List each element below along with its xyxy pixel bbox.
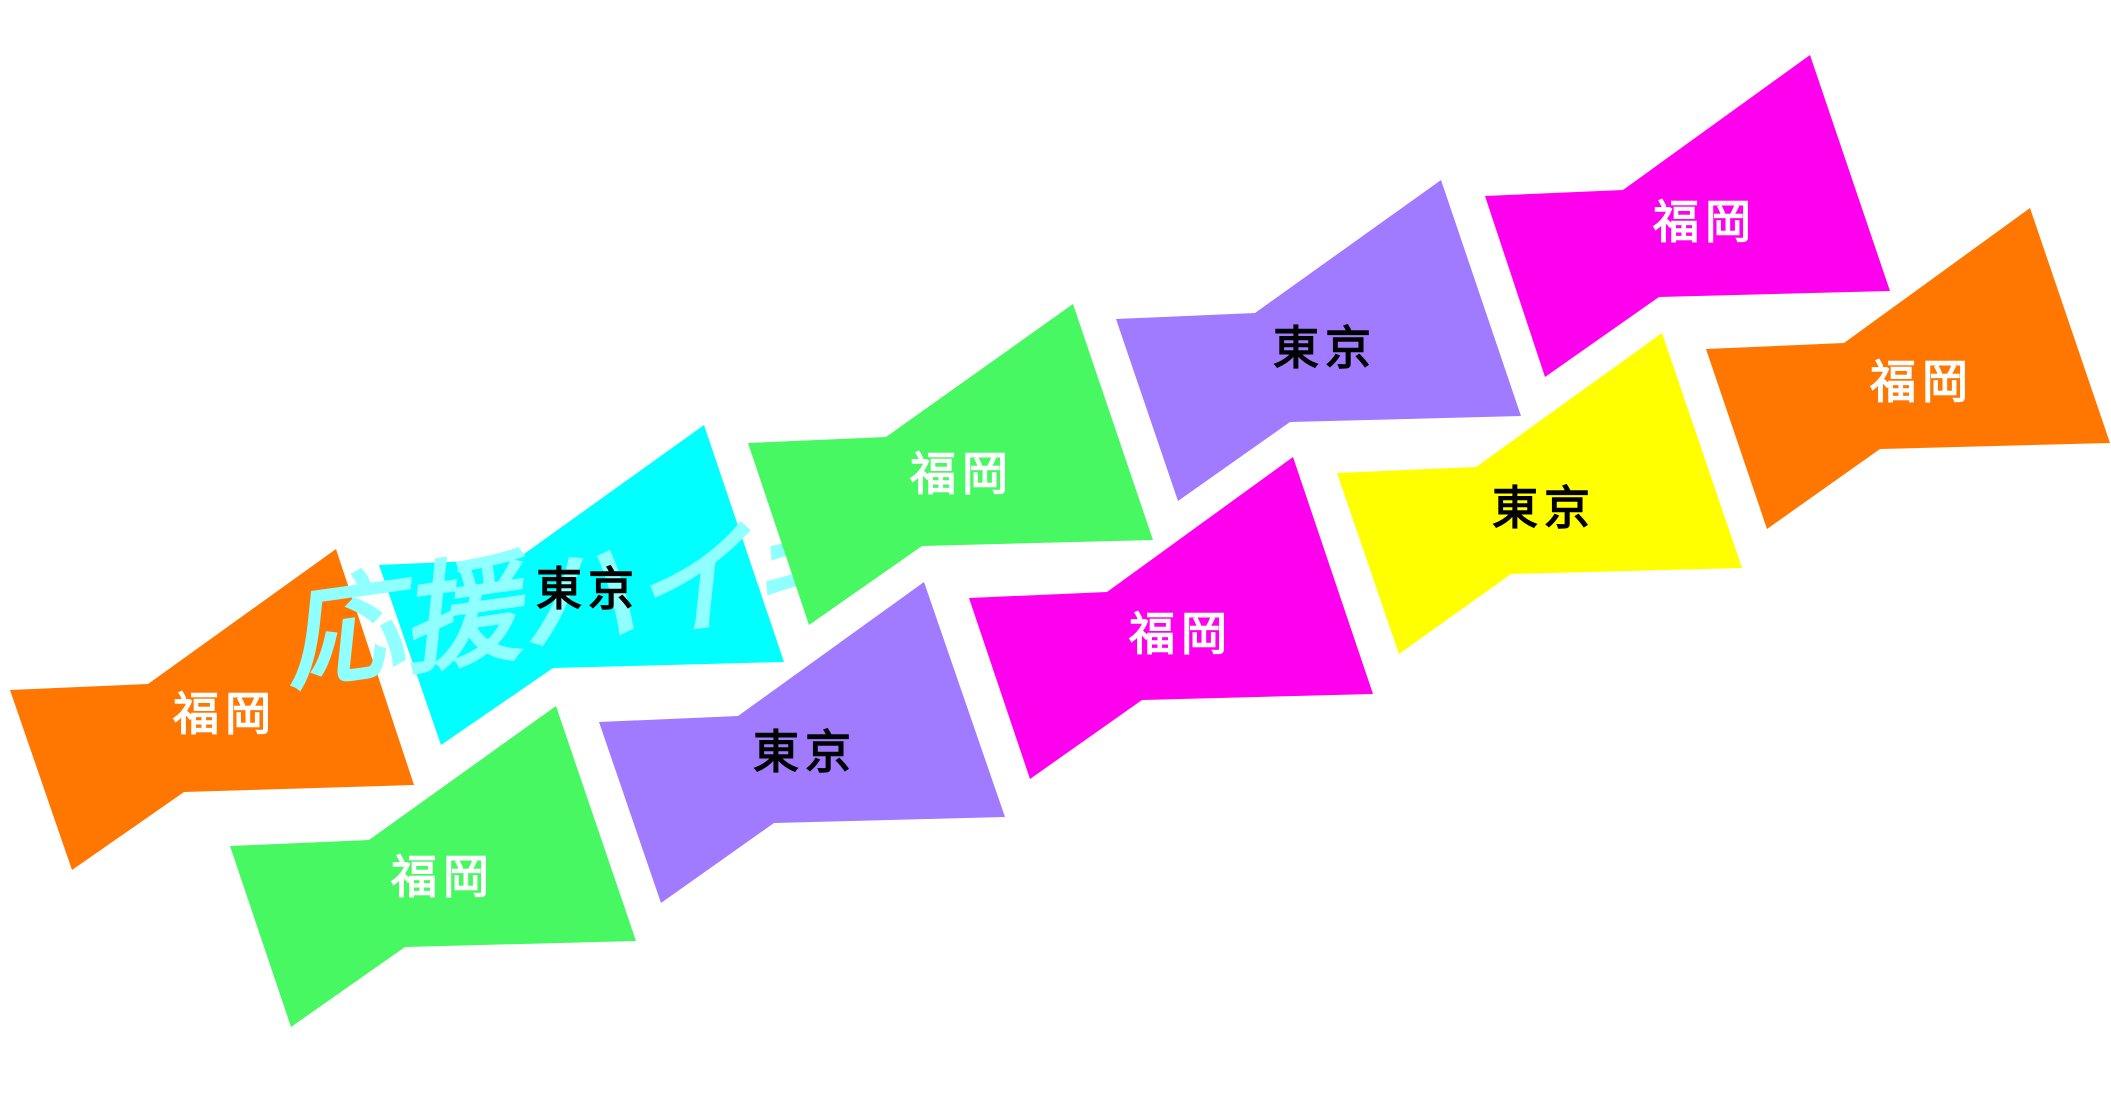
- tile-shape: [379, 425, 784, 745]
- tile-shape: [1706, 208, 2110, 529]
- tile-fukuoka-green-upper: 福岡: [748, 304, 1153, 625]
- tile-fukuoka-green-lower: 福岡: [230, 706, 636, 1027]
- tile-tokyo-purple-upper: 東京: [1116, 180, 1521, 501]
- tile-shape: [748, 304, 1153, 625]
- tile-fukuoka-magenta-top: 福岡: [1485, 55, 1890, 377]
- tile-label: 福岡: [172, 687, 277, 741]
- tile-label: 福岡: [1652, 195, 1757, 249]
- tile-shape: [1485, 55, 1890, 377]
- tile-shape: [1116, 180, 1521, 501]
- tile-label: 東京: [753, 725, 857, 779]
- tile-shape: [10, 549, 414, 870]
- tile-fukuoka-magenta-middle: 福岡: [969, 457, 1373, 779]
- tile-shape: [1337, 333, 1742, 654]
- tile-shape: [230, 706, 636, 1027]
- tile-label: 福岡: [390, 850, 495, 904]
- tile-label: 福岡: [1128, 607, 1233, 661]
- tile-tokyo-purple-lower: 東京: [599, 582, 1005, 903]
- tile-fukuoka-orange-left: 福岡: [10, 549, 414, 870]
- tile-label: 東京: [536, 562, 640, 616]
- tile-label: 東京: [1492, 481, 1596, 535]
- tile-label: 福岡: [1869, 355, 1974, 409]
- tile-label: 福岡: [909, 447, 1014, 501]
- tile-fukuoka-orange-right: 福岡: [1706, 208, 2110, 529]
- tile-tokyo-yellow: 東京: [1337, 333, 1742, 654]
- tile-shape: [599, 582, 1005, 903]
- tile-label: 東京: [1273, 321, 1377, 375]
- tile-shape: [969, 457, 1373, 779]
